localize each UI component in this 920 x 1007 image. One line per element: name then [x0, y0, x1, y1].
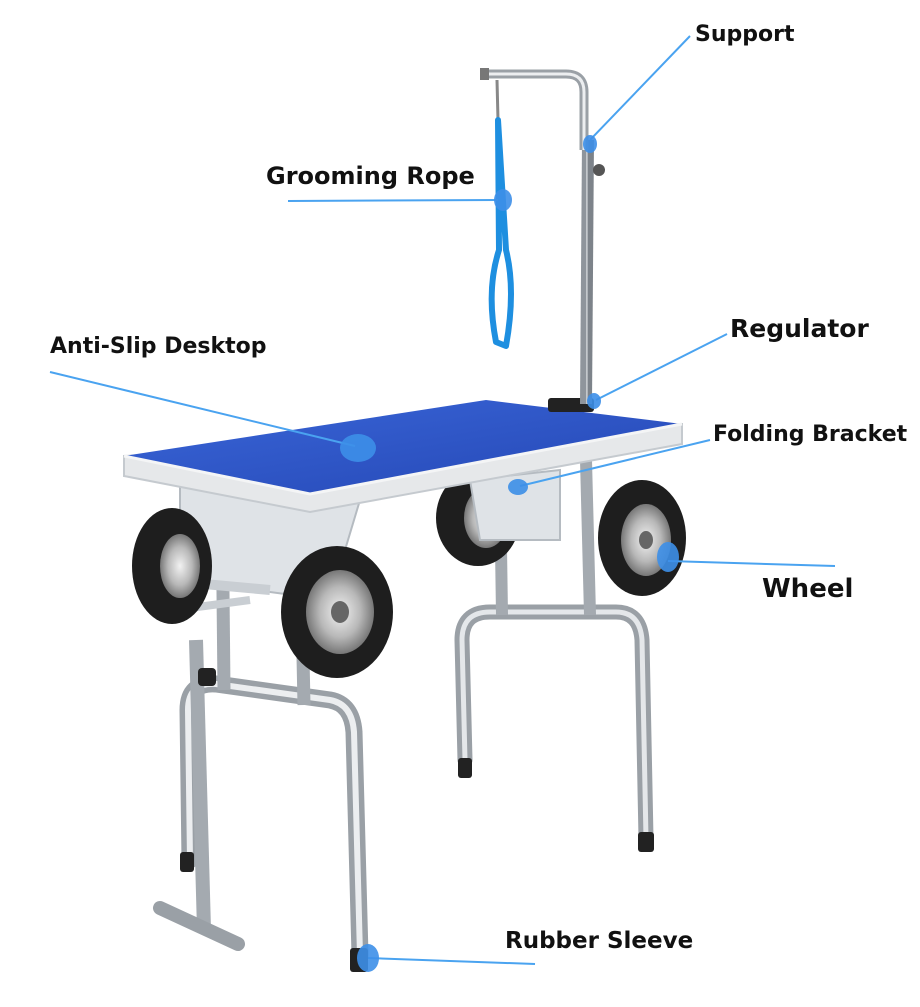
- tabletop: [123, 400, 683, 514]
- label-support: Support: [695, 22, 795, 47]
- callout-line-bracket: [519, 439, 711, 487]
- front-wheel-left: [132, 508, 212, 624]
- callout-line-grooming-rope: [287, 199, 499, 202]
- label-rubber-sleeve: Rubber Sleeve: [505, 928, 694, 954]
- label-folding-bracket: Folding Bracket: [713, 422, 908, 447]
- front-wheel-right: [281, 546, 393, 678]
- callout-line-sleeve: [367, 957, 536, 965]
- label-grooming-rope: Grooming Rope: [266, 162, 475, 190]
- callout-line-support: [589, 35, 691, 141]
- label-regulator: Regulator: [730, 314, 869, 343]
- callout-dot-grooming-rope: [494, 189, 512, 211]
- support-arm: [480, 68, 605, 412]
- back-wheel-right: [598, 480, 686, 596]
- callout-lines: [49, 35, 836, 965]
- grooming-rope: [488, 79, 514, 349]
- callout-dot-bracket: [508, 479, 528, 495]
- callout-dots: [340, 135, 679, 972]
- callout-line-regulator: [595, 333, 728, 401]
- callout-dot-regulator: [587, 393, 601, 409]
- callout-dot-wheel: [657, 542, 679, 572]
- callout-line-wheel: [667, 560, 836, 567]
- callout-dot-support: [583, 135, 597, 153]
- callout-dot-desktop: [340, 434, 376, 462]
- callout-line-desktop: [49, 371, 356, 447]
- label-anti-slip-desktop: Anti-Slip Desktop: [50, 334, 267, 359]
- label-wheel: Wheel: [762, 574, 854, 604]
- callout-dot-sleeve: [357, 944, 379, 972]
